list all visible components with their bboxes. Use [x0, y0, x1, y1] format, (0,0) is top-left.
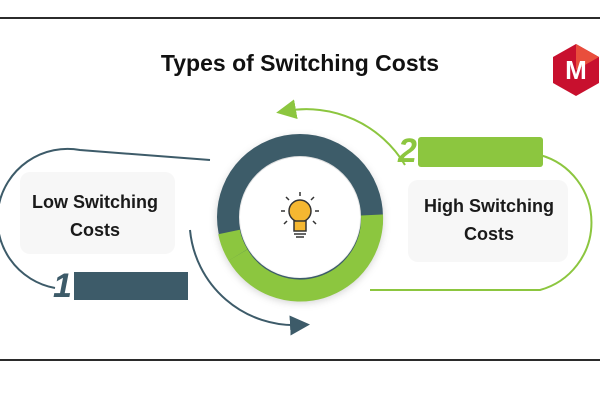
step-number-1: 1	[53, 267, 72, 305]
label-panel-left	[20, 172, 175, 254]
right-outline	[370, 154, 593, 291]
right-arrow	[276, 99, 406, 166]
left-outline	[0, 147, 211, 289]
label-left-line2: Costs	[69, 220, 120, 240]
bar-1	[74, 272, 188, 300]
label-left-line1: Low Switching	[32, 192, 158, 212]
ring-green-left	[218, 229, 248, 261]
step-number-2: 2	[398, 132, 417, 170]
label-high-switching-costs: High Switching Costs	[410, 192, 568, 252]
label-panel-right	[408, 180, 568, 262]
ring-green	[228, 214, 384, 302]
diagram-title: Types of Switching Costs	[160, 50, 440, 76]
left-arrow	[189, 229, 310, 336]
label-low-switching-costs: Low Switching Costs	[20, 188, 170, 248]
lightbulb-icon	[281, 192, 319, 238]
label-right-line2: Costs	[463, 224, 514, 244]
top-border	[0, 17, 600, 19]
bottom-border	[0, 359, 600, 361]
label-right-line1: High Switching	[424, 196, 554, 216]
bar-2	[418, 137, 543, 167]
brand-logo: M	[553, 44, 599, 96]
logo-letter: M	[565, 55, 587, 85]
